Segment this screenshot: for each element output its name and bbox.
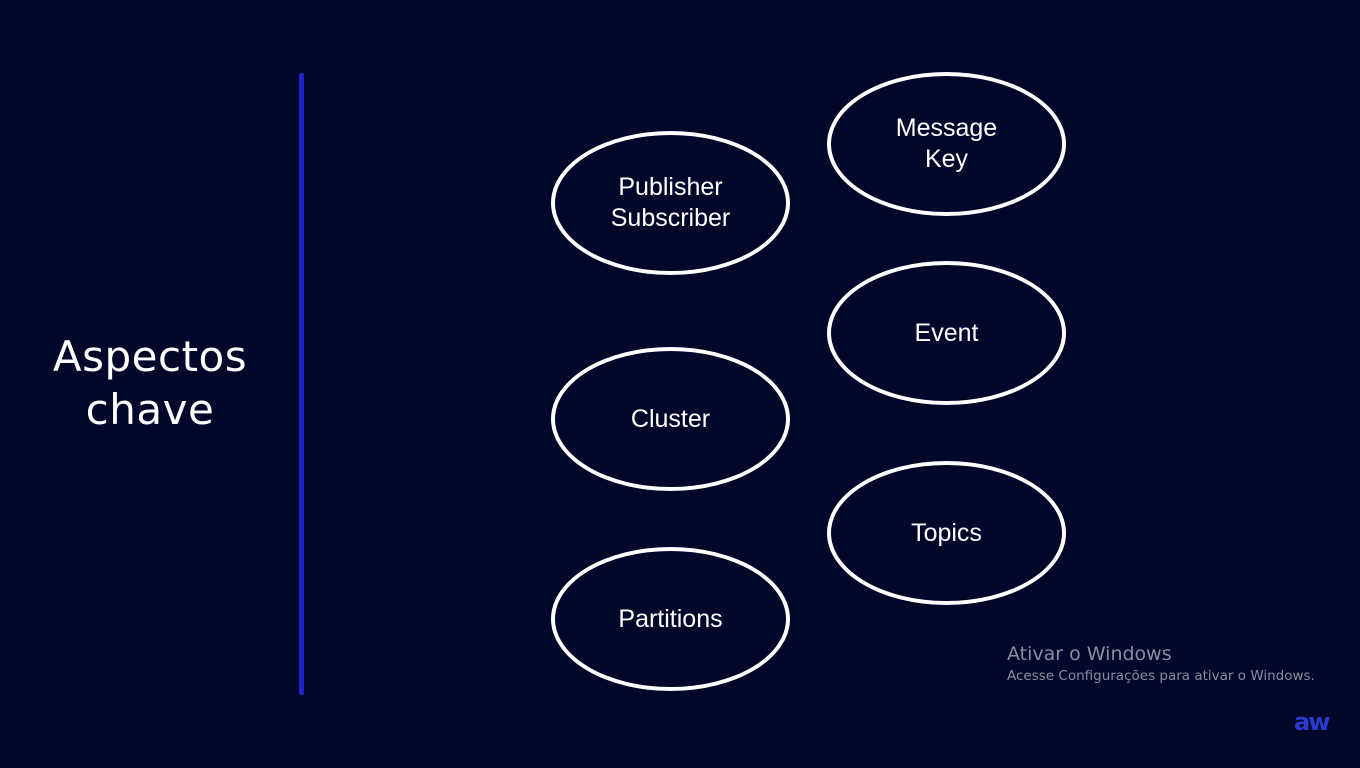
- concept-label: Cluster: [630, 404, 711, 433]
- concept-bubble-publisher-subscriber: Publisher Subscriber: [551, 131, 790, 275]
- concept-label: Message Key: [895, 114, 998, 173]
- concept-label: Publisher Subscriber: [610, 173, 731, 232]
- concept-bubble-topics: Topics: [827, 461, 1066, 605]
- windows-activation-watermark: Ativar o Windows Acesse Configurações pa…: [1007, 642, 1315, 686]
- concept-bubble-partitions: Partitions: [551, 547, 790, 691]
- concept-bubble-event: Event: [827, 261, 1066, 405]
- vertical-divider: [299, 73, 304, 695]
- concept-bubble-cluster: Cluster: [551, 347, 790, 491]
- concept-bubble-message-key: Message Key: [827, 72, 1066, 216]
- watermark-title: Ativar o Windows: [1007, 643, 1172, 665]
- concept-label: Event: [914, 318, 979, 347]
- slide-title: Aspectos chave: [30, 330, 270, 436]
- brand-logo: aw: [1294, 708, 1330, 736]
- title-line-2: chave: [85, 385, 215, 434]
- title-line-1: Aspectos: [52, 332, 248, 381]
- watermark-subtitle: Acesse Configurações para ativar o Windo…: [1007, 668, 1315, 684]
- concept-label: Partitions: [618, 604, 723, 633]
- concept-label: Topics: [911, 518, 982, 547]
